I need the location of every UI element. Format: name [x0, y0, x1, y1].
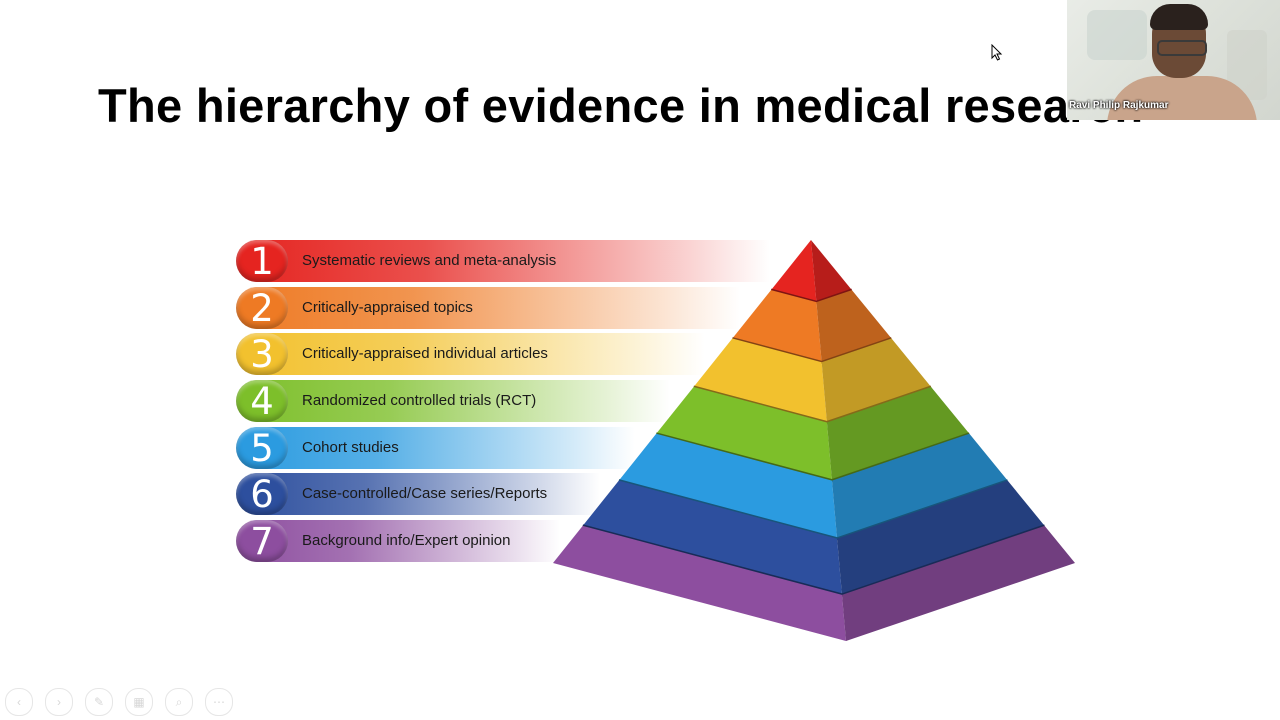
pyramid-tier-right-face — [841, 525, 1075, 641]
level-band — [238, 240, 770, 282]
level-number-badge: 7 — [236, 520, 288, 562]
pen-icon[interactable]: ✎ — [85, 688, 113, 716]
level-number-badge: 2 — [236, 287, 288, 329]
participant-glasses — [1157, 40, 1207, 56]
level-number-badge: 6 — [236, 473, 288, 515]
more-icon[interactable]: ⋯ — [205, 688, 233, 716]
pyramid-tier-right-face — [832, 433, 1008, 539]
pyramid-tier-left-face — [693, 338, 827, 423]
pyramid-tier-left-face — [656, 386, 832, 481]
pyramid-tier-right-face — [811, 240, 852, 303]
mouse-cursor-icon — [991, 44, 1003, 61]
presentation-toolbar: ‹ › ✎ ▦ ⌕ ⋯ — [5, 688, 233, 716]
level-band — [238, 520, 560, 562]
level-label: Randomized controlled trials (RCT) — [302, 392, 537, 409]
pyramid-tier-left-face — [618, 433, 838, 539]
zoom-icon[interactable]: ⌕ — [165, 688, 193, 716]
pyramid-tier-left-face — [553, 525, 846, 641]
level-label: Critically-appraised individual articles — [302, 345, 548, 362]
participant-name: Ravi Philip Rajkumar — [1069, 100, 1169, 111]
level-label: Background info/Expert opinion — [302, 532, 511, 549]
prev-arrow-icon[interactable]: ‹ — [5, 688, 33, 716]
pyramid-tier-right-face — [837, 480, 1045, 595]
slides-icon[interactable]: ▦ — [125, 688, 153, 716]
pyramid-tier-left-face — [771, 240, 817, 303]
background-shape — [1087, 10, 1147, 60]
level-band — [238, 333, 705, 375]
level-band — [238, 427, 635, 469]
participant-hair — [1150, 4, 1208, 30]
slide-title: The hierarchy of evidence in medical res… — [98, 79, 1144, 132]
pyramid-tier-left-face — [582, 480, 842, 595]
level-band — [238, 287, 740, 329]
level-label: Case-controlled/Case series/Reports — [302, 485, 548, 502]
level-number-badge: 1 — [236, 240, 288, 282]
next-arrow-icon[interactable]: › — [45, 688, 73, 716]
level-label: Systematic reviews and meta-analysis — [302, 252, 557, 269]
level-band — [238, 380, 670, 422]
level-number-badge: 3 — [236, 333, 288, 375]
participant-body — [1107, 76, 1257, 120]
level-label: Critically-appraised topics — [302, 299, 473, 316]
level-label: Cohort studies — [302, 439, 399, 456]
pyramid-tier-right-face — [821, 338, 932, 423]
level-band — [238, 473, 600, 515]
level-number-badge: 5 — [236, 427, 288, 469]
level-number-badge: 4 — [236, 380, 288, 422]
webcam-thumbnail[interactable]: Ravi Philip Rajkumar — [1067, 0, 1280, 120]
pyramid-tier-right-face — [826, 386, 970, 481]
